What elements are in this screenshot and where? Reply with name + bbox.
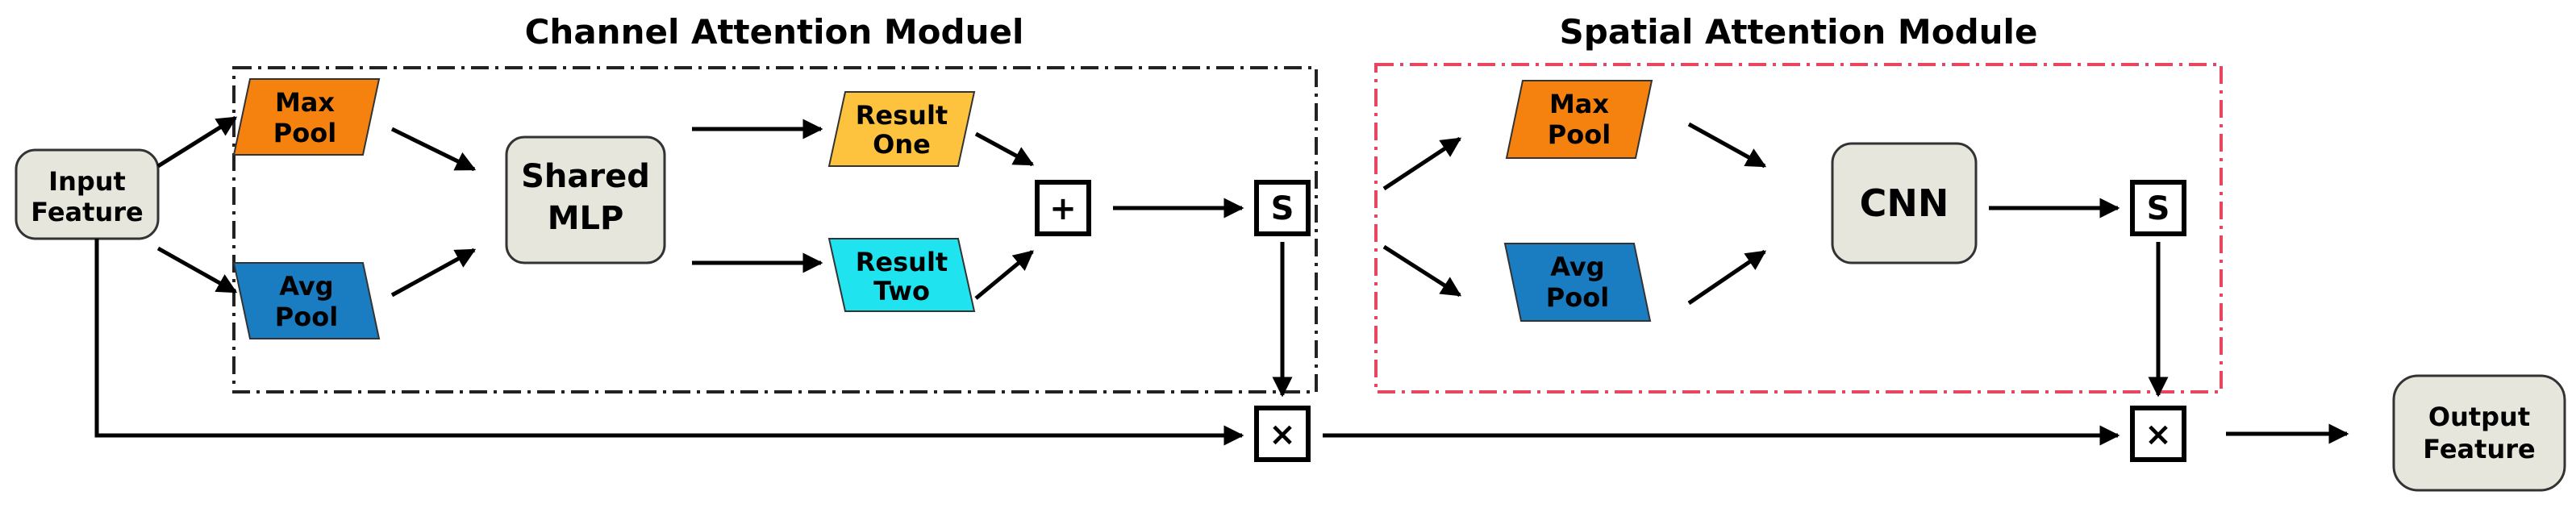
channel-max-pool-line1: Max [275, 87, 335, 118]
arrow-maxpool-to-mlp [390, 127, 477, 172]
input-feature-node: Input Feature [15, 148, 160, 240]
spatial-max-pool-line1: Max [1549, 89, 1609, 119]
channel-multiply-symbol: × [1269, 416, 1296, 453]
channel-max-pool-node: Max Pool [232, 78, 381, 156]
arrow-input-skip-to-multiply [94, 239, 1244, 446]
result-one-line1: Result [856, 100, 948, 131]
spatial-sigmoid-operator: S [2130, 180, 2186, 236]
channel-avg-pool-node: Avg Pool [232, 262, 381, 339]
spatial-avg-pool-line1: Avg [1550, 252, 1604, 282]
input-feature-label-line1: Input [48, 166, 126, 197]
arrow-input-to-avgpool [156, 246, 238, 294]
shared-mlp-line2: MLP [548, 200, 624, 237]
arrow-spatial-avgpool-to-cnn [1687, 249, 1767, 306]
spatial-max-pool-line2: Pool [1548, 119, 1611, 150]
shared-mlp-line1: Shared [521, 158, 650, 195]
arrow-to-spatial-avgpool [1382, 244, 1462, 298]
channel-avg-pool-line1: Avg [279, 271, 333, 302]
cnn-label: CNN [1860, 181, 1949, 225]
result-two-line1: Result [856, 247, 948, 277]
output-feature-label-line1: Output [2428, 402, 2530, 432]
arrow-spatial-maxpool-to-cnn [1687, 122, 1767, 169]
result-two-line2: Two [873, 276, 930, 306]
add-operator: + [1035, 180, 1091, 236]
cnn-node: CNN [1831, 142, 1978, 264]
spatial-multiply-operator: × [2130, 406, 2186, 462]
input-feature-label-line2: Feature [31, 197, 143, 227]
channel-max-pool-line2: Pool [273, 118, 336, 148]
arrow-input-to-maxpool [156, 115, 238, 169]
channel-sigmoid-symbol: S [1271, 190, 1294, 227]
channel-avg-pool-line2: Pool [275, 302, 338, 332]
shared-mlp-node: Shared MLP [505, 135, 666, 264]
channel-module-border [232, 66, 1318, 393]
add-operator-symbol: + [1049, 190, 1077, 227]
spatial-module-border [1374, 63, 2223, 393]
arrow-avgpool-to-mlp [390, 248, 477, 298]
output-feature-label-line2: Feature [2423, 434, 2535, 464]
channel-module-title: Channel Attention Moduel [525, 12, 1024, 52]
spatial-max-pool-node: Max Pool [1505, 80, 1653, 159]
output-feature-node: Output Feature [2392, 374, 2566, 492]
result-two-node: Result Two [827, 238, 976, 312]
result-one-line2: One [873, 129, 931, 160]
spatial-sigmoid-symbol: S [2147, 190, 2170, 227]
channel-multiply-operator: × [1254, 406, 1311, 462]
arrow-result-one-to-add [974, 131, 1035, 167]
spatial-module-title: Spatial Attention Module [1560, 12, 2038, 52]
channel-sigmoid-operator: S [1254, 180, 1311, 236]
spatial-avg-pool-node: Avg Pool [1503, 243, 1652, 322]
spatial-multiply-symbol: × [2145, 416, 2172, 453]
spatial-avg-pool-line2: Pool [1546, 282, 1609, 313]
arrow-to-spatial-maxpool [1382, 136, 1462, 191]
arrow-result-two-to-add [974, 250, 1034, 300]
result-one-node: Result One [827, 91, 976, 167]
